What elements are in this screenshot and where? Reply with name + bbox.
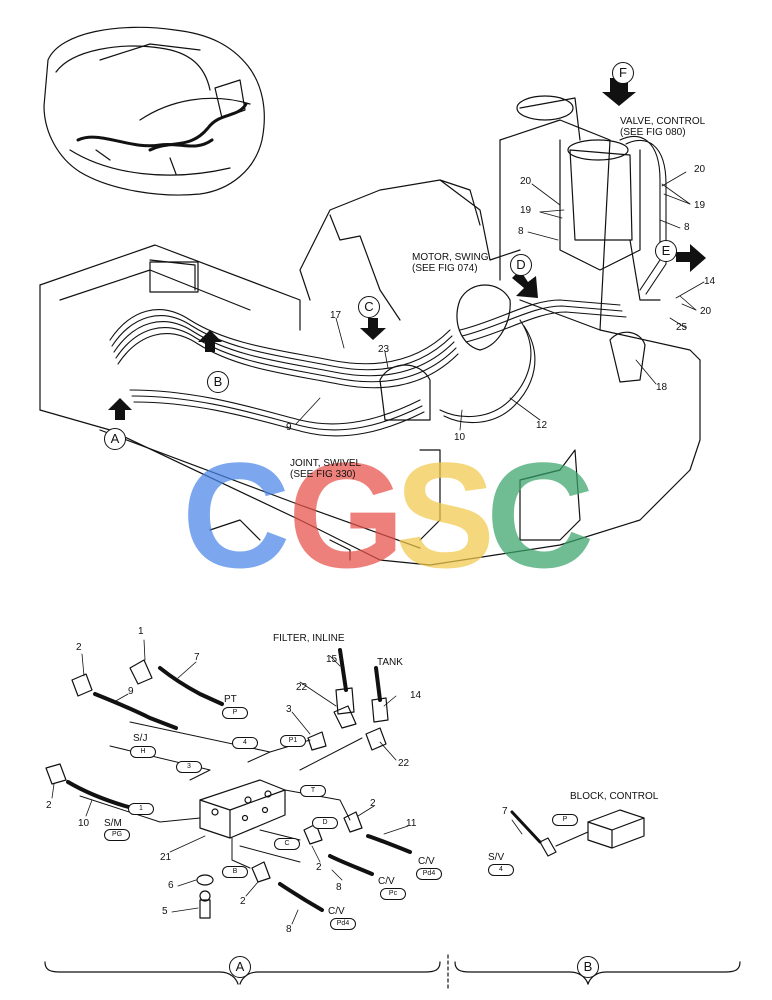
port-3: 3 xyxy=(176,761,202,773)
callout-a: A xyxy=(104,428,126,450)
part-number: 11 xyxy=(406,818,417,829)
port-t: T xyxy=(300,785,326,797)
part-number: 2 xyxy=(316,862,322,873)
label-motor-swing: MOTOR, SWING xyxy=(412,252,489,263)
port-b: B xyxy=(222,866,248,878)
part-number: 12 xyxy=(536,420,548,431)
watermark-letter-c1: C xyxy=(182,431,291,599)
part-number: 9 xyxy=(286,422,292,433)
port-p1: P1 xyxy=(280,735,306,747)
part-number: 23 xyxy=(378,344,390,355)
callout-f: F xyxy=(612,62,634,84)
port-h: H xyxy=(130,746,156,758)
part-number: 2 xyxy=(240,896,246,907)
port-pg: PG xyxy=(104,829,130,841)
label-sv: S/V xyxy=(488,852,505,863)
part-number: 17 xyxy=(330,310,342,321)
port-pd4: Pd4 xyxy=(416,868,442,880)
label-pt: PT xyxy=(224,694,237,705)
watermark-letter-g: G xyxy=(288,431,405,599)
label-cv-2: C/V xyxy=(378,876,395,887)
hose-bundle xyxy=(109,135,667,437)
inset-machine-sketch xyxy=(43,26,265,196)
part-number: 21 xyxy=(160,852,172,863)
section-a-callout: A xyxy=(229,956,251,978)
part-number: 18 xyxy=(656,382,668,393)
label-sm: S/M xyxy=(104,818,122,829)
label-motor-swing-ref: (SEE FIG 074) xyxy=(412,263,478,274)
part-number: 3 xyxy=(286,704,292,715)
port-c: C xyxy=(274,838,300,850)
section-b-callout: B xyxy=(577,956,599,978)
part-number: 2 xyxy=(370,798,376,809)
section-brackets xyxy=(44,954,741,991)
fittings-detail-a xyxy=(45,648,412,919)
callout-e: E xyxy=(655,240,677,262)
part-number: 14 xyxy=(704,276,716,287)
port-4: 4 xyxy=(232,737,258,749)
part-number: 20 xyxy=(520,176,532,187)
label-tank: TANK xyxy=(377,657,403,668)
part-number: 8 xyxy=(684,222,690,233)
part-number: 22 xyxy=(398,758,410,769)
callout-c: C xyxy=(358,296,380,318)
part-number: 10 xyxy=(78,818,90,829)
part-number: 6 xyxy=(168,880,174,891)
part-number: 20 xyxy=(700,306,712,317)
part-number: 25 xyxy=(676,322,688,333)
watermark-letter-c2: C xyxy=(486,431,595,599)
port-1: 1 xyxy=(128,803,154,815)
port-pd4-b: Pd4 xyxy=(330,918,356,930)
part-number: 1 xyxy=(138,626,144,637)
label-block-control: BLOCK, CONTROL xyxy=(570,791,659,802)
callout-b: B xyxy=(207,371,229,393)
label-joint-swivel-ref: (SEE FIG 330) xyxy=(290,469,356,480)
part-number: 2 xyxy=(76,642,82,653)
control-block-b xyxy=(510,809,645,857)
part-number: 8 xyxy=(518,226,524,237)
port-d: D xyxy=(312,817,338,829)
control-block-a xyxy=(199,779,286,839)
label-cv-1: C/V xyxy=(418,856,435,867)
label-valve-control: VALVE, CONTROL xyxy=(620,116,706,127)
part-number: 7 xyxy=(194,652,200,663)
upper-structure xyxy=(39,95,701,566)
part-number: 2 xyxy=(46,800,52,811)
label-cv-3: C/V xyxy=(328,906,345,917)
part-number: 8 xyxy=(286,924,292,935)
port-4-b: 4 xyxy=(488,864,514,876)
callout-d: D xyxy=(510,254,532,276)
label-sj: S/J xyxy=(133,733,148,744)
part-number: 8 xyxy=(336,882,342,893)
part-number: 15 xyxy=(326,654,338,665)
part-number: 14 xyxy=(410,690,422,701)
label-joint-swivel: JOINT, SWIVEL xyxy=(290,458,362,469)
port-p: P xyxy=(222,707,248,719)
part-number: 7 xyxy=(502,806,508,817)
part-number: 19 xyxy=(520,205,532,216)
part-number: 22 xyxy=(296,682,308,693)
port-pc: Pc xyxy=(380,888,406,900)
part-number: 5 xyxy=(162,906,168,917)
watermark-letter-s: S xyxy=(395,431,496,599)
port-p-b: P xyxy=(552,814,578,826)
part-number: 19 xyxy=(694,200,706,211)
leader-lines xyxy=(51,171,705,925)
part-number: 20 xyxy=(694,164,706,175)
part-number: 9 xyxy=(128,686,134,697)
label-filter-inline: FILTER, INLINE xyxy=(273,633,345,644)
callout-arrows xyxy=(108,78,706,420)
part-number: 10 xyxy=(454,432,466,443)
label-valve-control-ref: (SEE FIG 080) xyxy=(620,127,686,138)
